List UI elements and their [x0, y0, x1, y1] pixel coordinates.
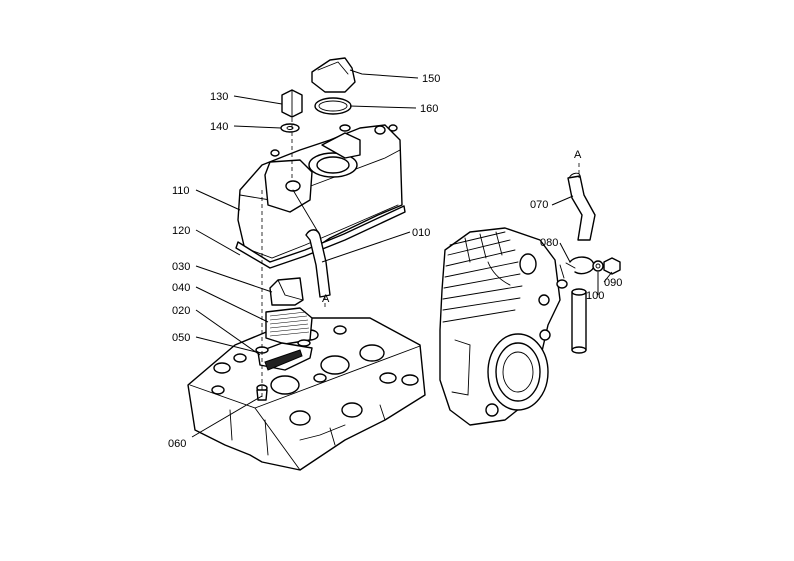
part-label-130: 130	[210, 91, 228, 103]
part-label-060: 060	[168, 438, 186, 450]
part-label-070: 070	[530, 199, 548, 211]
part-label-140: 140	[210, 121, 228, 133]
marker-a-top: A	[574, 149, 582, 161]
engine-block-drawing	[439, 227, 561, 426]
part-label-020: 020	[172, 305, 190, 317]
part-label-120: 120	[172, 225, 190, 237]
breather-assembly-drawing	[255, 118, 331, 401]
cap-nut-drawing	[280, 89, 303, 133]
part-label-010: 010	[412, 227, 430, 239]
part-label-100: 100	[586, 290, 604, 302]
hose-assembly-drawing	[556, 163, 621, 354]
part-label-150: 150	[422, 73, 440, 85]
part-label-090: 090	[604, 277, 622, 289]
rocker-cover-drawing	[235, 124, 406, 269]
part-label-080: 080	[540, 237, 558, 249]
part-label-160: 160	[420, 103, 438, 115]
oil-filler-cap-drawing	[311, 57, 356, 115]
part-label-050: 050	[172, 332, 190, 344]
part-label-110: 110	[172, 185, 190, 197]
part-label-040: 040	[172, 282, 190, 294]
cylinder-head-drawing	[187, 317, 426, 471]
marker-a-hose: A	[322, 293, 330, 305]
part-labels: 150 160 130 140 110 120 030 040 020 050 …	[168, 73, 622, 450]
leader-lines	[191, 69, 613, 438]
part-label-030: 030	[172, 261, 190, 273]
